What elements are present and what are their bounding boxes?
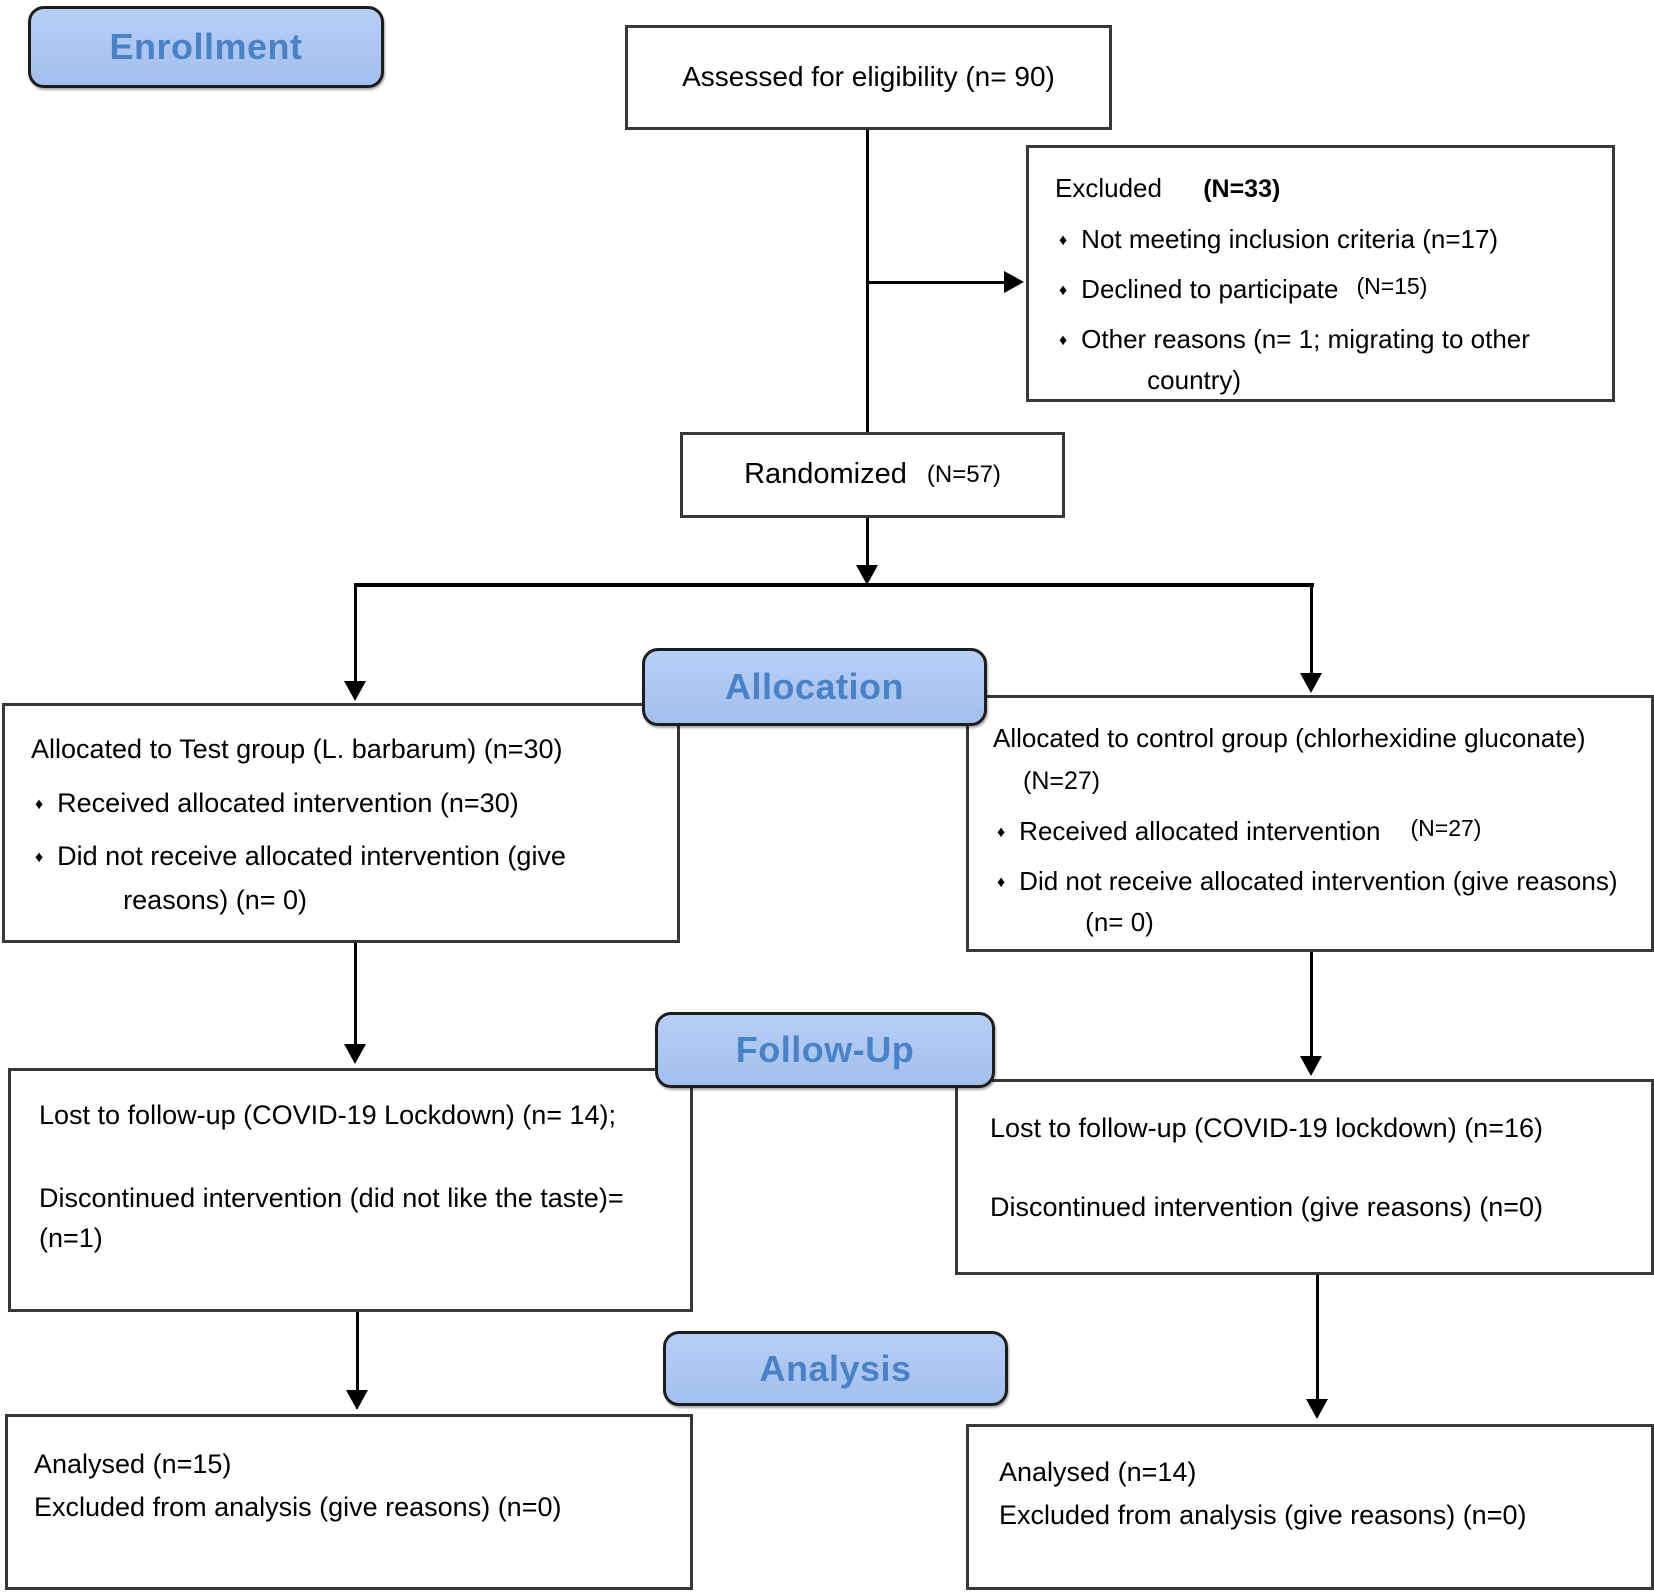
connector-randomized-stub [866, 517, 869, 569]
diamond-bullet-icon: ♦ [1059, 231, 1068, 249]
assessed-text: Assessed for eligibility (n= 90) [682, 61, 1055, 93]
excluded-heading-n: (N=33) [1203, 175, 1281, 203]
arrow-right-excluded-icon [1004, 271, 1024, 293]
arrow-down-followup-left-icon [344, 1044, 366, 1064]
connector-right-drop-allocation [1310, 583, 1313, 675]
diamond-bullet-icon: ♦ [35, 795, 44, 813]
box-followup-test-group: Lost to follow-up (COVID-19 Lockdown) (n… [8, 1068, 693, 1312]
diamond-bullet-icon: ♦ [997, 824, 1006, 842]
box-excluded: Excluded (N=33) ♦ Not meeting inclusion … [1026, 145, 1615, 402]
excluded-heading-row: Excluded (N=33) [1055, 168, 1594, 209]
excluded-heading: Excluded [1055, 173, 1162, 203]
arrow-down-split-icon [856, 565, 878, 585]
arrow-down-analysis-left-icon [346, 1390, 368, 1410]
connector-left-drop-analysis [356, 1312, 359, 1392]
box-randomized: Randomized (N=57) [680, 432, 1065, 518]
connector-assessed-to-randomized [866, 130, 869, 432]
analysis-right-line1: Analysed (n=14) [999, 1457, 1197, 1487]
alloc-left-bullet-1: ♦ Received allocated intervention (n=30) [31, 782, 659, 826]
analysis-left-line1: Analysed (n=15) [34, 1449, 232, 1479]
excluded-bullet-3: ♦ Other reasons (n= 1; migrating to othe… [1055, 319, 1594, 400]
box-allocation-test-group: Allocated to Test group (L. barbarum) (n… [2, 703, 680, 943]
box-assessed-eligibility: Assessed for eligibility (n= 90) [625, 25, 1112, 130]
arrow-down-alloc-left-icon [344, 681, 366, 701]
arrow-down-alloc-right-icon [1300, 673, 1322, 693]
alloc-right-bullet-1: ♦ Received allocated intervention(N=27) [993, 811, 1641, 851]
arrow-down-analysis-right-icon [1306, 1399, 1328, 1419]
alloc-left-title: Allocated to Test group (L. barbarum) (n… [31, 734, 563, 764]
connector-left-drop-allocation [354, 583, 357, 683]
alloc-left-bullet-2: ♦ Did not receive allocated intervention… [31, 835, 659, 922]
box-analysis-control-group: Analysed (n=14) Excluded from analysis (… [966, 1424, 1654, 1590]
diamond-bullet-icon: ♦ [1059, 282, 1068, 300]
excluded-bullet-1: ♦ Not meeting inclusion criteria (n=17) [1055, 219, 1594, 259]
diamond-bullet-icon: ♦ [35, 849, 44, 867]
analysis-right-line2: Excluded from analysis (give reasons) (n… [999, 1500, 1527, 1531]
alloc-right-title: Allocated to control group (chlorhexidin… [993, 723, 1586, 753]
connector-split-horizontal [354, 583, 1314, 587]
excluded-bullet-2: ♦ Declined to participate(N=15) [1055, 269, 1594, 309]
stage-label-allocation: Allocation [642, 648, 987, 726]
connector-right-drop-followup [1310, 952, 1313, 1058]
connector-right-drop-analysis [1316, 1275, 1319, 1401]
followup-left-line1: Lost to follow-up (COVID-19 Lockdown) (n… [39, 1100, 617, 1130]
stage-label-analysis: Analysis [663, 1331, 1008, 1406]
box-followup-control-group: Lost to follow-up (COVID-19 lockdown) (n… [955, 1079, 1654, 1275]
box-analysis-test-group: Analysed (n=15) Excluded from analysis (… [5, 1414, 693, 1590]
followup-right-line1: Lost to follow-up (COVID-19 lockdown) (n… [990, 1113, 1543, 1143]
followup-right-line2: Discontinued intervention (give reasons)… [990, 1191, 1544, 1222]
alloc-right-title-n: (N=27) [1023, 767, 1101, 796]
connector-to-excluded [868, 281, 1006, 284]
randomized-n: (N=57) [926, 461, 1001, 489]
stage-label-followup: Follow-Up [655, 1012, 995, 1088]
connector-left-drop-followup [354, 943, 357, 1046]
followup-left-line2: Discontinued intervention (did not like … [39, 1182, 624, 1254]
arrow-down-followup-right-icon [1300, 1056, 1322, 1076]
randomized-text: Randomized [744, 458, 907, 491]
diamond-bullet-icon: ♦ [1059, 332, 1068, 350]
alloc-right-bullet-2: ♦ Did not receive allocated intervention… [993, 861, 1641, 942]
box-allocation-control-group: Allocated to control group (chlorhexidin… [966, 695, 1654, 952]
diamond-bullet-icon: ♦ [997, 874, 1006, 892]
stage-label-enrollment: Enrollment [28, 6, 384, 88]
analysis-left-line2: Excluded from analysis (give reasons) (n… [34, 1492, 562, 1523]
